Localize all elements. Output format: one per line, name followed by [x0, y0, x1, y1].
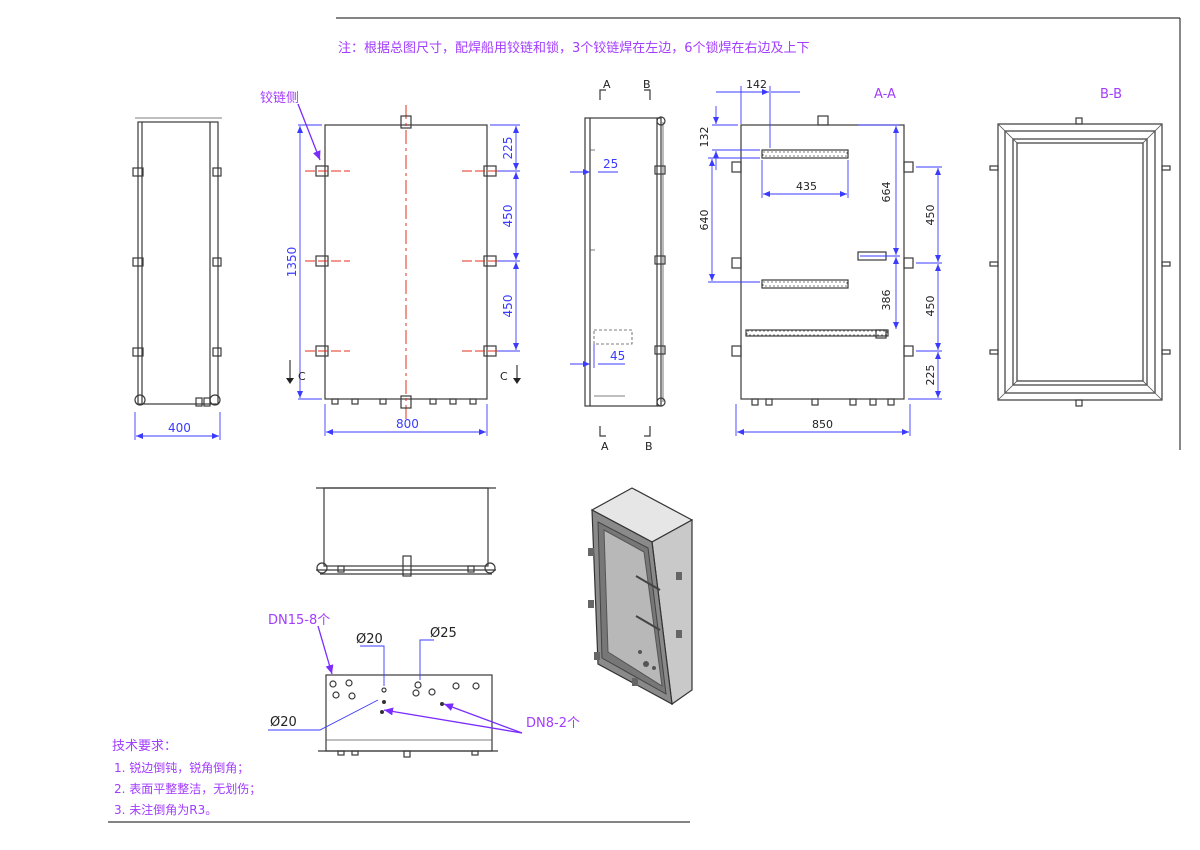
hinge-side-label: 铰链侧 [260, 91, 299, 106]
dim-aa-664: 664 [880, 182, 893, 203]
dim-section-25: 25 [603, 157, 618, 171]
tech-item: 2. 表面平整整洁，无划伤； [114, 781, 261, 796]
dim-aa-450-top: 450 [924, 205, 937, 226]
tech-title: 技术要求： [112, 739, 177, 754]
view-bb [989, 117, 1171, 407]
top-view [316, 487, 496, 577]
section-a-top: A [603, 78, 611, 91]
dim-aa-850: 850 [812, 418, 833, 431]
dim-aa-386: 386 [880, 290, 893, 311]
tech-requirements: 技术要求： 1. 锐边倒钝，锐角倒角； 2. 表面平整整洁，无划伤； 3. 未注… [112, 739, 261, 817]
tech-item: 3. 未注倒角为R3。 [114, 802, 217, 817]
label-dn8: DN8-2个 [526, 716, 580, 731]
section-b-top: B [643, 78, 651, 91]
dim-side-width: 400 [168, 421, 191, 435]
dim-aa-640: 640 [698, 210, 711, 231]
label-dn15: DN15-8个 [268, 613, 330, 628]
bottom-view [268, 625, 523, 758]
view-aa-label: A-A [874, 87, 896, 102]
dim-front-width: 800 [396, 417, 419, 431]
top-note: 注：根据总图尺寸，配焊船用铰链和锁，3个铰链焊在左边，6个锁焊在右边及上下 [338, 40, 810, 56]
front-view [286, 103, 521, 436]
dim-front-height: 1350 [285, 247, 299, 278]
dim-right-450-top: 450 [501, 205, 515, 228]
dim-aa-142: 142 [746, 78, 767, 91]
section-c-left: C [298, 370, 306, 383]
dim-aa-132: 132 [698, 127, 711, 148]
label-phi25: Ø25 [430, 626, 457, 641]
label-phi20-top: Ø20 [356, 632, 383, 647]
view-aa [708, 86, 942, 436]
view-bb-label: B-B [1100, 87, 1122, 102]
tech-item: 1. 锐边倒钝，锐角倒角； [114, 761, 249, 775]
section-side-view [570, 89, 666, 437]
dim-right-450-bottom: 450 [501, 295, 515, 318]
section-a-bottom: A [601, 440, 609, 453]
dim-aa-435: 435 [796, 180, 817, 193]
side-view [132, 117, 222, 440]
isometric-view [588, 487, 694, 706]
dim-aa-225: 225 [924, 365, 937, 386]
sheet-frame [108, 17, 1181, 823]
section-b-bottom: B [645, 440, 653, 453]
section-c-right: C [500, 370, 508, 383]
dim-right-225: 225 [501, 137, 515, 160]
label-phi20-left: Ø20 [270, 715, 297, 730]
dim-aa-450-bottom: 450 [924, 296, 937, 317]
dim-section-45: 45 [610, 349, 625, 363]
